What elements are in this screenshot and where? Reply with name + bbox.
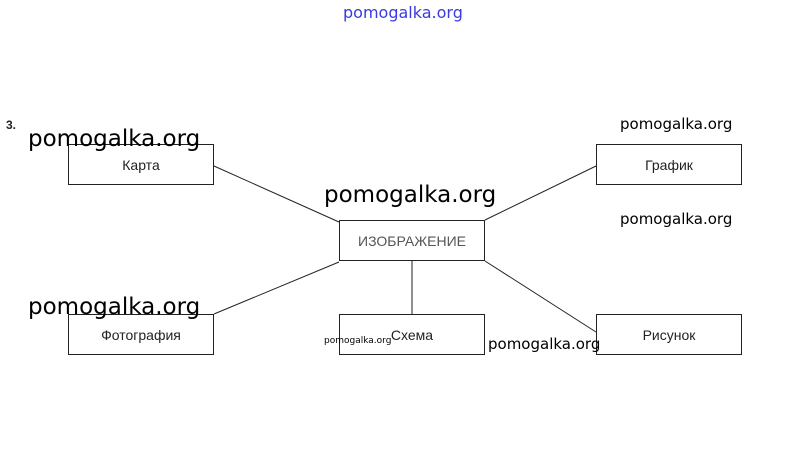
line-risunok bbox=[484, 260, 597, 333]
watermark: pomogalka.org bbox=[324, 182, 497, 208]
watermark: pomogalka.org bbox=[324, 336, 392, 346]
watermark: pomogalka.org bbox=[620, 115, 733, 133]
node-grafik: График bbox=[596, 144, 742, 185]
node-karta: Карта bbox=[68, 144, 214, 185]
watermark: pomogalka.org bbox=[620, 210, 733, 228]
node-skhema: Схема bbox=[339, 314, 485, 355]
watermark: pomogalka.org bbox=[488, 335, 601, 353]
task-number: 3. bbox=[6, 118, 17, 132]
line-foto bbox=[213, 261, 340, 315]
watermark: pomogalka.org bbox=[28, 294, 201, 320]
line-grafik bbox=[484, 165, 597, 221]
watermark: pomogalka.org bbox=[28, 126, 201, 152]
node-foto: Фотография bbox=[68, 314, 214, 355]
node-risunok: Рисунок bbox=[596, 314, 742, 355]
line-karta bbox=[213, 165, 340, 223]
node-center: ИЗОБРАЖЕНИЕ bbox=[339, 220, 485, 261]
watermark-top: pomogalka.org bbox=[343, 3, 463, 22]
